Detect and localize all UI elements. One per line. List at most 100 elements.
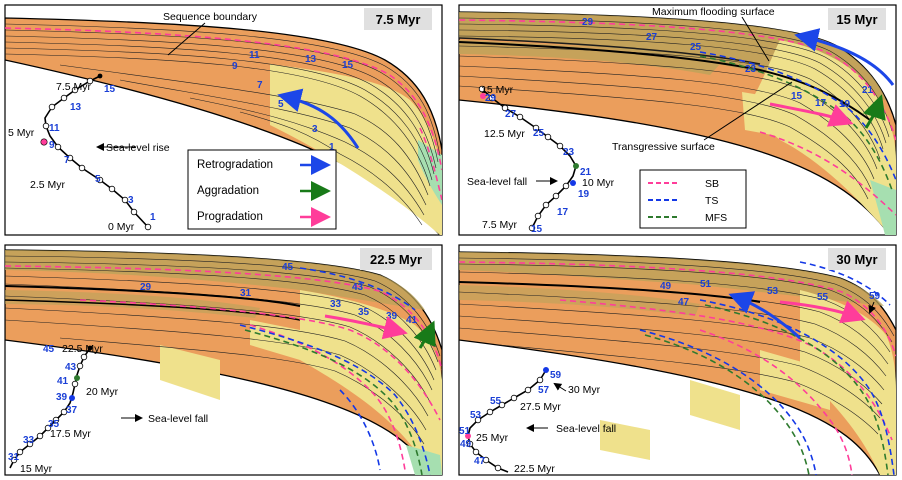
curve-time-label: 5 Myr [8, 127, 35, 139]
panel-15-myr: Maximum flooding surface Transgressive s… [458, 4, 897, 236]
panel-title: 22.5 Myr [370, 252, 422, 267]
layer-number: 25 [690, 42, 702, 53]
panel-22-5-myr: 45 43 41 39 35 33 31 29 22.5 Myr 45 43 [4, 244, 443, 476]
curve-number: 15 [104, 84, 116, 95]
curve-number: 23 [563, 147, 575, 158]
curve-number: 1 [150, 212, 156, 223]
curve-time-label: 2.5 Myr [30, 179, 66, 191]
layer-number: 29 [140, 282, 152, 293]
curve-number: 15 [531, 224, 543, 235]
curve-time-label: 10 Myr [582, 177, 615, 189]
layer-number: 9 [232, 61, 238, 72]
layer-number: 41 [406, 315, 418, 326]
legend-aggradation: Aggradation [197, 185, 259, 197]
layer-number: 15 [791, 91, 803, 102]
panel-title: 30 Myr [836, 252, 877, 267]
curve-number: 43 [65, 362, 77, 373]
curve-number: 27 [505, 109, 517, 120]
curve-number: 39 [56, 392, 68, 403]
layer-number: 45 [282, 262, 294, 273]
sea-level-curve: 15 13 11 9 7 5 3 1 7.5 Myr 5 Myr 2.5 Myr… [8, 73, 156, 233]
curve-time-label: 27.5 Myr [520, 401, 561, 413]
curve-time-label: 25 Myr [476, 432, 509, 444]
curve-number: 45 [43, 344, 55, 355]
layer-number: 1 [329, 142, 335, 153]
layer-number: 51 [700, 279, 712, 290]
curve-number: 37 [66, 405, 78, 416]
layer-number: 15 [342, 60, 354, 71]
stratigraphy [5, 249, 442, 475]
sea-level-arrow-text: Sea-level fall [467, 176, 527, 188]
layer-number: 39 [386, 311, 398, 322]
layer-number: 11 [249, 50, 260, 61]
panel-7-5-myr: Sequence boundary 1 3 5 7 9 11 13 15 7.5… [4, 4, 443, 236]
sea-level-arrow-text: Sea-level rise [106, 142, 170, 154]
layer-number: 53 [767, 286, 779, 297]
surfaces-legend: SB TS MFS [639, 169, 747, 229]
panel-title-box [360, 248, 432, 270]
legend-progradation: Progradation [197, 211, 263, 223]
layer-number: 43 [352, 282, 364, 293]
curve-time-label: 7.5 Myr [56, 81, 92, 93]
retrogradation-arrow [277, 88, 360, 149]
curve-number: 17 [557, 207, 569, 218]
ts-annotation: Transgressive surface [612, 141, 715, 153]
sequence-boundary-label: Sequence boundary [163, 11, 258, 23]
curve-number: 31 [8, 452, 20, 463]
layer-number: 49 [660, 281, 672, 292]
curve-number: 55 [490, 396, 502, 407]
curve-number: 57 [538, 385, 550, 396]
curve-time-label: 0 Myr [108, 221, 135, 233]
curve-time-label: 22.5 Myr [514, 463, 555, 475]
curve-time-label: 22.5 Myr [62, 343, 103, 355]
sea-level-curve: 59 57 55 53 51 49 47 30 Myr 27.5 Myr 25 … [459, 367, 601, 475]
curve-number: 53 [470, 410, 482, 421]
curve-number: 25 [533, 128, 545, 139]
curve-time-label: 15 Myr [20, 463, 53, 475]
curve-number: 59 [550, 370, 562, 381]
layer-number: 5 [278, 99, 284, 110]
curve-time-label: 12.5 Myr [484, 128, 525, 140]
layer-number: 55 [817, 292, 829, 303]
curve-number: 11 [49, 123, 60, 134]
sea-level-arrow-text: Sea-level fall [148, 413, 208, 425]
curve-time-label: 20 Myr [86, 386, 119, 398]
sea-level-curve: 29 27 25 23 21 19 17 15 15 Myr 12.5 Myr … [478, 84, 615, 235]
layer-number: 19 [839, 99, 851, 110]
panel-title-box [828, 8, 886, 30]
curve-time-label: 15 Myr [481, 84, 514, 96]
layer-number: 21 [862, 85, 874, 96]
stratigraphy [459, 11, 896, 235]
layer-number: 35 [358, 307, 370, 318]
layer-number: 29 [582, 17, 594, 28]
legend-retrogradation: Retrogradation [197, 159, 273, 171]
curve-number: 35 [48, 419, 60, 430]
curve-number: 41 [57, 376, 69, 387]
curve-time-label: 17.5 Myr [50, 428, 91, 440]
curve-number: 19 [578, 189, 590, 200]
curve-number: 47 [474, 456, 486, 467]
legend-ts: TS [705, 195, 718, 207]
layer-number: 17 [815, 98, 827, 109]
layer-number: 13 [305, 54, 317, 65]
mfs-annotation: Maximum flooding surface [652, 6, 775, 18]
sea-level-curve: 45 43 41 39 37 35 33 31 22.5 Myr 20 Myr … [8, 343, 119, 475]
layer-number: 7 [257, 80, 263, 91]
layer-number: 3 [312, 124, 318, 135]
curve-number: 33 [23, 435, 35, 446]
legend-mfs: MFS [705, 212, 727, 224]
panel-title-box [364, 8, 432, 30]
curve-number: 9 [49, 140, 55, 151]
stratigraphy [459, 251, 896, 475]
curve-number: 13 [70, 102, 82, 113]
curve-number: 7 [64, 155, 70, 166]
curve-time-label: 7.5 Myr [482, 219, 518, 231]
layer-number: 31 [240, 288, 252, 299]
sea-level-arrow-text: Sea-level fall [556, 423, 616, 435]
curve-number: 21 [580, 167, 592, 178]
layer-number: 23 [745, 64, 757, 75]
curve-number: 51 [459, 426, 471, 437]
panel-title: 7.5 Myr [376, 12, 421, 27]
legend-sb: SB [705, 178, 719, 190]
